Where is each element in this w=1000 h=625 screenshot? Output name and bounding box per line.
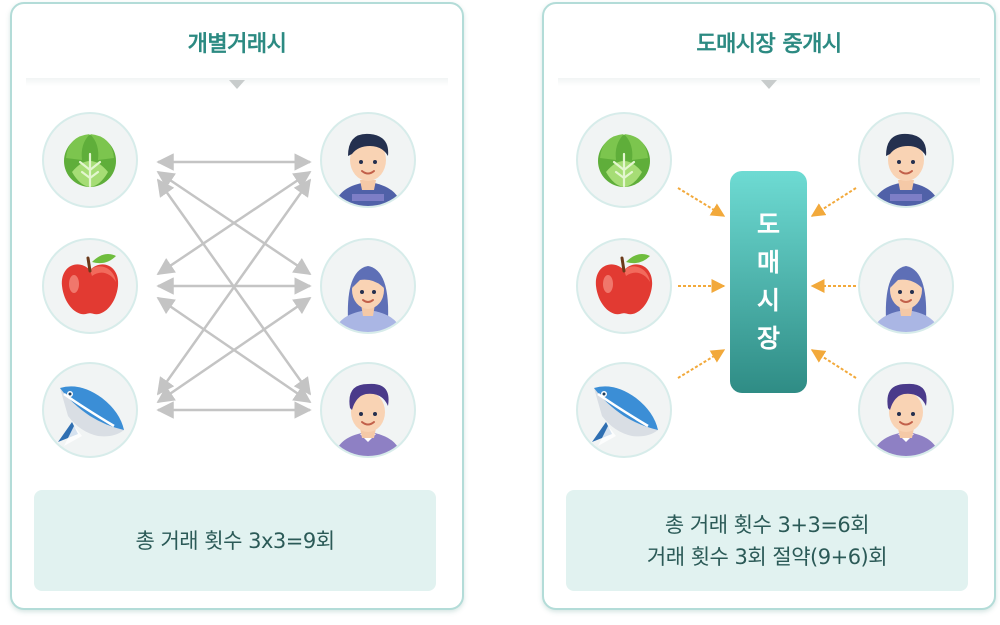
- consumer-1: [320, 112, 416, 208]
- apple-icon: [594, 252, 654, 316]
- market-char: 시: [756, 286, 780, 315]
- fish-icon: [56, 385, 126, 448]
- summary-line: 총 거래 횟수 3+3=6회: [664, 512, 870, 537]
- apple-producer: [576, 238, 672, 334]
- cabbage-icon: [62, 132, 118, 189]
- cabbage-producer: [42, 112, 138, 208]
- market-char: 장: [756, 324, 780, 353]
- consumer-to-market-arrow: [810, 349, 857, 379]
- producer-to-market-arrow: [677, 187, 726, 217]
- fish-producer: [576, 362, 672, 458]
- apple-icon: [60, 252, 120, 316]
- direct-trade-arrows: [156, 153, 312, 419]
- down-arrow-icon: [229, 80, 245, 89]
- summary-line: 거래 횟수 3회 절약(9+6)회: [646, 544, 888, 569]
- individual-trade-panel: 개별거래시 총 거래 횟수 3x3=9회: [10, 2, 464, 610]
- young-man-avatar-icon: [333, 382, 403, 456]
- consumer-3: [858, 362, 954, 458]
- consumer-2: [858, 238, 954, 334]
- summary-box: 총 거래 횟수 3x3=9회: [34, 490, 436, 591]
- apple-producer: [42, 238, 138, 334]
- fish-icon: [590, 385, 660, 448]
- consumer-3: [320, 362, 416, 458]
- trade-arrow-3-2: [156, 296, 312, 404]
- wholesale-market-panel: 도매시장 중개시 도 매 시 장 총 거래: [542, 2, 996, 610]
- young-man-avatar-icon: [871, 382, 941, 456]
- woman-avatar-icon: [871, 265, 941, 332]
- cabbage-producer: [576, 112, 672, 208]
- producer-to-market-arrow: [677, 349, 726, 379]
- market-char: 매: [756, 248, 780, 277]
- cabbage-icon: [596, 132, 652, 189]
- summary-line: 총 거래 횟수 3x3=9회: [135, 528, 335, 553]
- panel-title: 개별거래시: [187, 32, 287, 57]
- woman-avatar-icon: [333, 265, 403, 332]
- consumer-2: [320, 238, 416, 334]
- fish-producer: [42, 362, 138, 458]
- market-char: 도: [756, 210, 780, 239]
- wholesale-market-box: 도 매 시 장: [730, 171, 807, 393]
- market-trade-arrows: [677, 187, 857, 379]
- consumer-1: [858, 112, 954, 208]
- man-avatar-icon: [333, 132, 403, 206]
- consumer-to-market-arrow: [810, 187, 857, 217]
- summary-box: 총 거래 횟수 3+3=6회 거래 횟수 3회 절약(9+6)회: [566, 490, 968, 591]
- panel-title: 도매시장 중개시: [696, 32, 842, 57]
- man-avatar-icon: [871, 132, 941, 206]
- down-arrow-icon: [761, 80, 777, 89]
